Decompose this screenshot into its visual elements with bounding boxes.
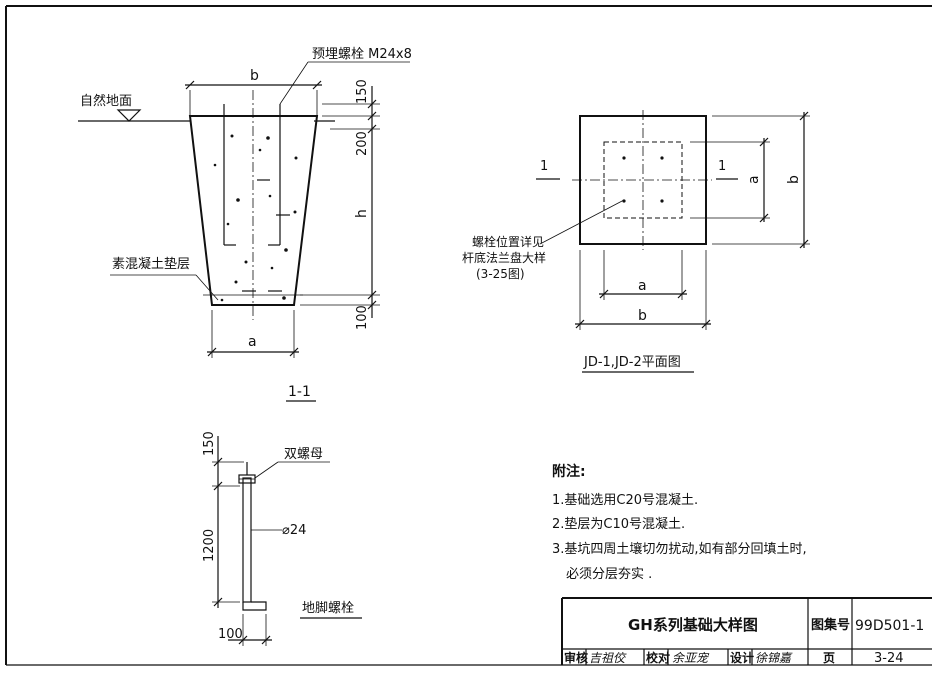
pad-leader bbox=[195, 274, 219, 301]
concrete-hatch bbox=[213, 134, 298, 302]
anchor-dim-1200: 1200 bbox=[202, 529, 217, 562]
note-item-2: 2.垫层为C10号混凝土. bbox=[552, 516, 685, 532]
dim-100: 100 bbox=[355, 305, 370, 330]
check-label: 校对 bbox=[646, 650, 670, 665]
dim-200: 200 bbox=[355, 131, 370, 156]
plan-caption: JD-1,JD-2平面图 bbox=[583, 355, 681, 370]
anchor-bolt-shaft bbox=[242, 477, 252, 603]
page-number: 3-24 bbox=[874, 651, 904, 666]
design-label: 设计 bbox=[730, 650, 754, 665]
title-block: GH系列基础大样图 图集号 99D501-1 审核 吉祖佼 校对 余亚宠 设计 … bbox=[561, 597, 932, 666]
design-signature: 徐锦嘉 bbox=[755, 651, 793, 665]
ground-symbol bbox=[116, 109, 142, 122]
section-1-1: 自然地面 bbox=[78, 47, 412, 402]
plan-note-line1: 螺栓位置详见 bbox=[472, 234, 544, 249]
section-mark-right: 1 bbox=[718, 159, 726, 174]
section-mark-left: 1 bbox=[540, 159, 548, 174]
plan-note-line2: 杆底法兰盘大样 bbox=[462, 250, 546, 265]
pad-label: 素混凝土垫层 bbox=[112, 256, 190, 272]
note-item-1: 1.基础选用C20号混凝土. bbox=[552, 492, 698, 508]
anchor-caption: 地脚螺栓 bbox=[302, 600, 354, 616]
plan-note-line3: (3-25图) bbox=[476, 267, 525, 281]
notes-heading: 附注: bbox=[552, 463, 586, 480]
review-label: 审核 bbox=[564, 650, 588, 665]
review-signature: 吉祖佼 bbox=[589, 651, 627, 665]
page-label: 页 bbox=[823, 651, 835, 665]
bolt-leader bbox=[279, 61, 309, 105]
nut-label: 双螺母 bbox=[284, 447, 323, 462]
plan-label-a-right: a bbox=[746, 175, 762, 184]
atlas-number: 99D501-1 bbox=[855, 618, 924, 634]
anchor-dim-100: 100 bbox=[218, 627, 243, 642]
plan-view: 1 1 a b a b 螺栓位置详见 杆底法兰盘大样 (3-25图) bbox=[462, 110, 810, 373]
dim-h: h bbox=[354, 209, 370, 218]
diameter-label: ⌀24 bbox=[282, 523, 306, 538]
dim-label-b: b bbox=[250, 68, 259, 84]
plan-label-a-bottom: a bbox=[638, 278, 647, 294]
foundation-outline bbox=[188, 115, 319, 306]
anchor-bolt-detail: 150 1200 100 双螺母 ⌀24 地脚螺栓 bbox=[202, 431, 362, 646]
sheet-frame bbox=[5, 5, 932, 666]
plan-note-leader bbox=[539, 199, 625, 245]
dim-150: 150 bbox=[355, 79, 370, 104]
plan-label-b-bottom: b bbox=[638, 308, 647, 324]
drawing-title: GH系列基础大样图 bbox=[628, 616, 758, 634]
notes-block: 附注: 1.基础选用C20号混凝土. 2.垫层为C10号混凝土. 3.基坑四周土… bbox=[552, 463, 807, 582]
note-item-4: 必须分层夯实 . bbox=[566, 567, 652, 582]
check-signature: 余亚宠 bbox=[672, 651, 710, 665]
ground-label: 自然地面 bbox=[80, 93, 132, 109]
anchor-dim-150: 150 bbox=[202, 431, 217, 456]
note-item-3: 3.基坑四周土壤切勿扰动,如有部分回填土时, bbox=[552, 541, 807, 557]
bolt-label: 预埋螺栓 M24x8 bbox=[312, 47, 412, 62]
dim-label-a: a bbox=[248, 334, 257, 350]
plan-label-b-right: b bbox=[786, 175, 802, 184]
anchor-bolt-hook bbox=[242, 601, 267, 611]
atlas-label: 图集号 bbox=[811, 617, 850, 633]
section-caption: 1-1 bbox=[288, 384, 311, 400]
